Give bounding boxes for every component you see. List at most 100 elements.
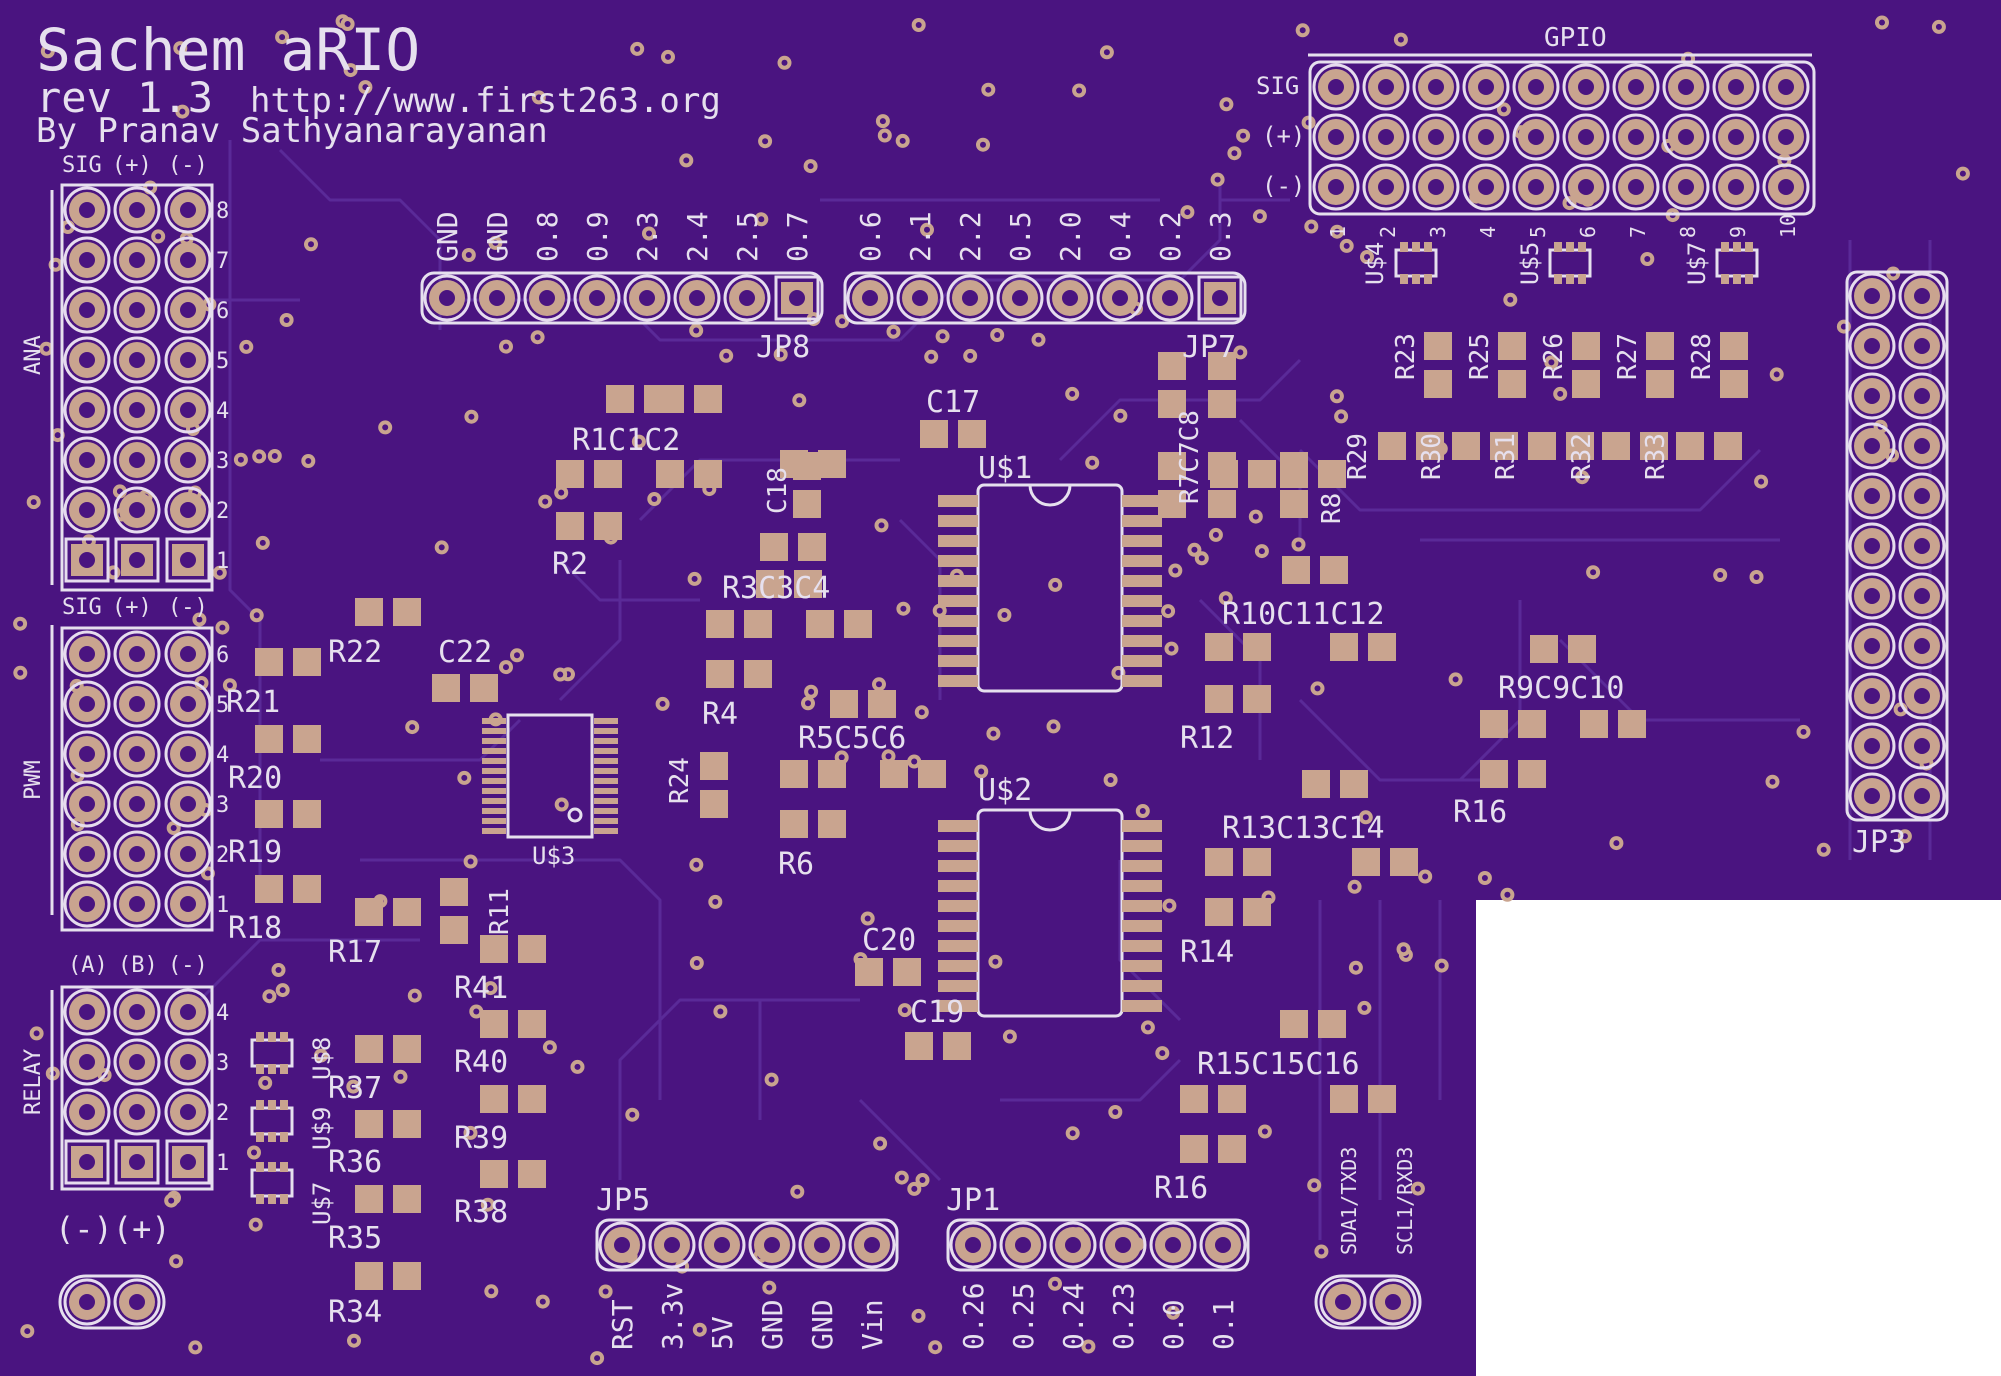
- label-r3c3c4: R3C3C4: [722, 571, 830, 606]
- jp7-outline: [843, 271, 1247, 325]
- gpio-pin: [1662, 163, 1710, 211]
- jp8-pin-label: GND: [481, 211, 514, 262]
- via: [252, 449, 267, 464]
- via: [1031, 332, 1046, 347]
- via: [463, 854, 478, 869]
- pwm-pin-number: 4: [216, 743, 229, 768]
- jp3-pin: [1898, 272, 1946, 320]
- via: [192, 612, 207, 627]
- jp5-pin-label: 5V: [706, 1316, 739, 1350]
- jp7-pin-label: 0.2: [1154, 211, 1187, 262]
- gpio-pin: [1512, 63, 1560, 111]
- u7-label: U$7: [1683, 242, 1711, 285]
- trace: [360, 858, 662, 1100]
- passive-footprint: [1205, 633, 1271, 661]
- passive-footprint: [1352, 848, 1418, 876]
- label-r36: R36: [328, 1145, 382, 1180]
- via: [988, 954, 1003, 969]
- ana-pin-number: 2: [216, 499, 229, 524]
- jp5-pin-label: GND: [756, 1299, 789, 1350]
- trace: [618, 998, 860, 1180]
- passive-footprint: [1158, 452, 1186, 518]
- jp8-pin: [473, 274, 521, 322]
- label-r16b: R16: [1453, 795, 1507, 830]
- passive-footprint: [760, 533, 826, 561]
- via: [792, 393, 807, 408]
- relay-pin-number: 4: [216, 1001, 229, 1026]
- pwm-pin: [63, 780, 111, 828]
- via: [598, 1284, 613, 1299]
- gpio-pin: [1462, 63, 1510, 111]
- label-r35: R35: [328, 1221, 382, 1256]
- board-revision: rev 1.3: [36, 73, 213, 122]
- via: [990, 328, 1005, 342]
- passive-footprint: [706, 610, 772, 638]
- label-r40: R40: [454, 1045, 508, 1080]
- gpio-pin: [1512, 113, 1560, 161]
- ana-pin-number: 7: [216, 249, 229, 274]
- via: [1836, 319, 1851, 334]
- via: [151, 229, 166, 244]
- via: [790, 1184, 805, 1199]
- ana-sig-label: SIG: [62, 153, 102, 178]
- via: [924, 349, 939, 364]
- ana-pin: [164, 486, 212, 534]
- ana-group-label: ANA: [21, 335, 46, 375]
- via: [1291, 537, 1306, 552]
- relay-pin: [113, 1038, 161, 1086]
- via: [1358, 810, 1373, 825]
- via: [538, 494, 553, 509]
- via: [1002, 1029, 1017, 1044]
- via: [1749, 570, 1764, 584]
- jp8-pin: [573, 274, 621, 322]
- via: [655, 696, 670, 711]
- passive-footprint: [920, 420, 986, 448]
- relay-neg-label: (-): [168, 953, 208, 978]
- jp8-pin: [423, 274, 471, 322]
- u9-label: U$9: [308, 1107, 336, 1150]
- via: [499, 339, 513, 354]
- pwm-pin: [164, 780, 212, 828]
- jp7-name: JP7: [1182, 330, 1236, 365]
- label-r26: R26: [1539, 333, 1569, 380]
- jp1-pin: [949, 1221, 997, 1269]
- via: [764, 1072, 779, 1087]
- passive-footprint: [1452, 432, 1518, 460]
- via: [860, 911, 875, 926]
- via: [393, 1069, 408, 1084]
- via: [1544, 355, 1559, 370]
- label-r34: R34: [328, 1295, 382, 1330]
- ana-pin: [113, 286, 161, 334]
- via: [976, 137, 990, 152]
- via: [1477, 871, 1492, 885]
- ana-pin: [164, 286, 212, 334]
- passive-footprint: [440, 878, 468, 944]
- via: [1166, 1305, 1181, 1320]
- via: [625, 1107, 640, 1122]
- jp7-pin: [846, 274, 894, 322]
- gpio-column-number: 4: [1476, 226, 1500, 238]
- via: [1816, 842, 1831, 857]
- via: [1769, 367, 1784, 382]
- ic-u4-footprint: [1394, 242, 1438, 284]
- pwm-pin-number: 6: [216, 643, 229, 668]
- passive-footprint: [1180, 1085, 1246, 1113]
- ana-pin: [113, 236, 161, 284]
- via: [1161, 604, 1176, 619]
- ana-pos-label: (+): [112, 153, 152, 178]
- passive-footprint: [1602, 432, 1668, 460]
- label-r27: R27: [1613, 333, 1643, 380]
- relay-pin: [113, 988, 161, 1036]
- via: [1162, 898, 1177, 913]
- label-r33: R33: [1641, 433, 1671, 480]
- via: [630, 41, 645, 56]
- ana-pin-number: 8: [216, 199, 229, 224]
- label-r11: R11: [485, 888, 515, 935]
- via: [1713, 568, 1728, 582]
- jp3-pin: [1848, 722, 1896, 770]
- jp5-pin-label: Vin: [856, 1299, 889, 1350]
- label-r6: R6: [778, 847, 814, 882]
- label-r2: R2: [552, 547, 588, 582]
- label-c19: C19: [910, 995, 964, 1030]
- passive-footprint: [480, 1160, 546, 1188]
